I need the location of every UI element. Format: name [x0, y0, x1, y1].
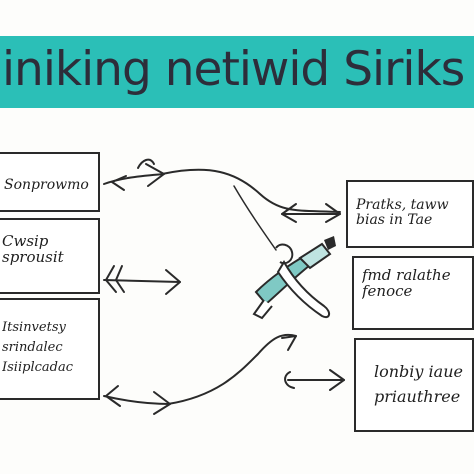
left-box-1: Sonprowmo: [0, 152, 100, 212]
right-box-3-text: lonbiy iaue priauthree: [374, 362, 463, 406]
left-box-2: Cwsip sprousit: [0, 218, 100, 294]
left-box-3: Itsinvetsy srindalec Isiiplcadac: [0, 298, 100, 400]
curve-to-icon: [167, 333, 297, 405]
right-box-1-text: Pratks, taww bias in Tae: [356, 198, 449, 228]
left-box-1-text: Sonprowmo: [4, 178, 89, 193]
right-box-2: fmd ralathe fenoce: [352, 256, 474, 330]
curve-to-right-top: [161, 168, 341, 213]
arrow-middle-left: [103, 265, 181, 295]
left-box-3-text: Itsinvetsy srindalec Isiiplcadac: [2, 320, 73, 376]
arrow-right-bottom: [284, 369, 345, 391]
right-box-1: Pratks, taww bias in Tae: [346, 180, 474, 248]
arrow-top-left: [103, 158, 165, 191]
banner-title: iniking netiwid Siriks: [2, 42, 465, 97]
right-box-3: lonbiy iaue priauthree: [354, 338, 474, 432]
arrow-bottom-left: [103, 385, 171, 415]
wrench-and-screwdriver-icon: [252, 236, 336, 320]
left-box-2-text: Cwsip sprousit: [2, 234, 64, 266]
right-box-2-text: fmd ralathe fenoce: [362, 268, 451, 300]
line-to-icon: [233, 185, 277, 251]
title-banner: iniking netiwid Siriks: [0, 36, 474, 108]
arrow-right-top: [281, 203, 341, 223]
